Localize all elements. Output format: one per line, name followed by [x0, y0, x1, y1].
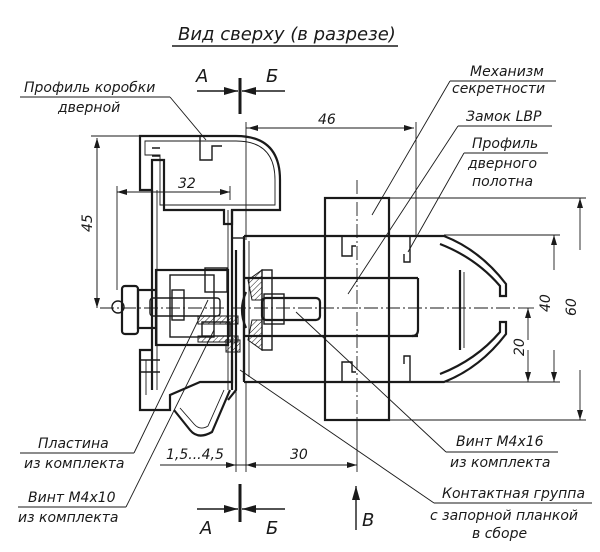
callout-screw-m4x16: Винт М4х16 из комплекта — [295, 311, 558, 471]
callout-plate: Пластина из комплекта — [20, 299, 209, 472]
callout-screw-m4x10-line1: Винт М4х10 — [28, 490, 116, 506]
dim-gap-label: 1,5...4,5 — [166, 447, 224, 463]
callout-door-leaf-line2: дверного — [467, 156, 537, 172]
view-mark: В — [352, 486, 374, 531]
plate-assembly — [111, 284, 221, 336]
callout-door-leaf-profile: Профиль дверного полотна — [407, 136, 548, 253]
callout-plate-line2: из комплекта — [24, 456, 124, 472]
callout-contact-line2: с запорной планкой — [430, 508, 578, 524]
callout-contact-group: Контактная группа с запорной планкой в с… — [239, 369, 592, 542]
dim-20-label: 20 — [512, 338, 528, 356]
dimension-20: 20 — [512, 307, 534, 382]
callout-secrecy-mechanism: Механизм секретности — [371, 64, 556, 216]
screw-m4x16 — [260, 293, 322, 325]
callout-door-leaf-line3: полотна — [472, 174, 533, 190]
dimension-46: 46 — [245, 112, 417, 240]
view-label: В — [362, 510, 374, 531]
dimension-60: 60 — [389, 197, 586, 421]
center-lines — [100, 180, 520, 430]
callout-lock-text: Замок LBP — [466, 109, 542, 125]
screw-m4x10 — [197, 315, 241, 353]
contact-bushing — [240, 269, 273, 351]
dimension-32: 32 — [116, 176, 231, 290]
drawing-title: Вид сверху (в разрезе) — [172, 24, 398, 47]
callout-door-leaf-line1: Профиль — [472, 136, 538, 152]
callout-plate-line1: Пластина — [38, 436, 109, 452]
door-leaf-profile — [232, 234, 508, 384]
callout-frame-profile-line1: Профиль коробки — [24, 80, 155, 96]
callout-screw-m4x16-line1: Винт М4х16 — [456, 434, 544, 450]
dim-32-label: 32 — [178, 176, 196, 192]
dimension-40: 40 — [444, 234, 560, 383]
section-mark-bottom: А Б — [197, 484, 285, 539]
callout-frame-profile-line2: дверной — [57, 100, 120, 116]
section-label-b-bottom: Б — [266, 518, 278, 539]
section-label-a-bottom: А — [199, 518, 212, 539]
dim-46-label: 46 — [318, 112, 336, 128]
dim-45-label: 45 — [80, 214, 96, 232]
callout-secrecy-line2: секретности — [452, 81, 545, 97]
title-text: Вид сверху (в разрезе) — [178, 24, 396, 45]
dim-40-label: 40 — [538, 294, 554, 312]
callout-screw-m4x10-line2: из комплекта — [18, 510, 118, 526]
callout-screw-m4x16-line2: из комплекта — [450, 455, 550, 471]
callout-screw-m4x10: Винт М4х10 из комплекта — [18, 329, 215, 526]
callout-frame-profile: Профиль коробки дверной — [20, 80, 207, 141]
section-mark-top: А Б — [195, 66, 285, 114]
dimension-gap: 1,5...4,5 — [160, 382, 290, 472]
section-label-b-top: Б — [266, 66, 278, 87]
dim-30-label: 30 — [290, 447, 308, 463]
callout-lock: Замок LBP — [347, 109, 552, 295]
dim-60-label: 60 — [564, 298, 580, 316]
callout-secrecy-line1: Механизм — [470, 64, 544, 80]
section-label-a-top: А — [195, 66, 208, 87]
dimension-45: 45 — [80, 135, 140, 308]
callout-contact-line1: Контактная группа — [442, 486, 585, 502]
callout-contact-line3: в сборе — [472, 526, 527, 542]
dimension-30: 30 — [246, 420, 358, 472]
